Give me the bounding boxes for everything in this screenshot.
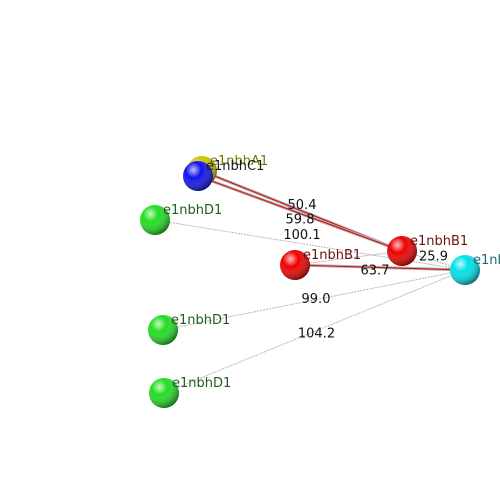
distance-label: 99.0 xyxy=(302,292,331,307)
atom-label: e1nbhA1 xyxy=(210,154,268,169)
atom-spheres-layer xyxy=(140,156,480,408)
atom-sphere xyxy=(387,236,417,266)
atom-sphere xyxy=(183,161,213,191)
distance-line xyxy=(162,269,466,331)
atom-sphere xyxy=(280,250,310,280)
atom-label: e1nbhB1 xyxy=(303,248,361,263)
atom-label: e1nbhD1 xyxy=(171,313,230,328)
distance-line xyxy=(197,175,403,252)
distance-label: 63.7 xyxy=(361,264,390,279)
distance-label: 59.8 xyxy=(286,213,315,228)
atom-sphere xyxy=(140,205,170,235)
distance-label: 104.2 xyxy=(298,327,335,342)
distance-lines-layer xyxy=(154,169,466,394)
atom-sphere xyxy=(149,378,179,408)
atom-label: e1nbhB1 xyxy=(410,234,468,249)
distance-label: 50.4 xyxy=(288,198,317,213)
distance-label: 100.1 xyxy=(283,228,320,243)
atom-labels-layer: e1nbhA1e1nbhC1e1nbhD1e1nbhB1e1nbhB1e1nbh… xyxy=(163,154,500,391)
distance-line xyxy=(154,219,466,271)
atom-label: e1nbhC1 xyxy=(206,159,264,174)
distance-line xyxy=(163,269,466,394)
atom-label: e1nbhD1 xyxy=(163,203,222,218)
atom-label: e1nbhD1 xyxy=(172,376,231,391)
atom-sphere xyxy=(450,255,480,285)
distance-line xyxy=(294,264,466,271)
distance-label: 25.9 xyxy=(419,250,448,265)
atom-sphere xyxy=(148,315,178,345)
atom-label: e1nbhC1 xyxy=(473,253,500,268)
